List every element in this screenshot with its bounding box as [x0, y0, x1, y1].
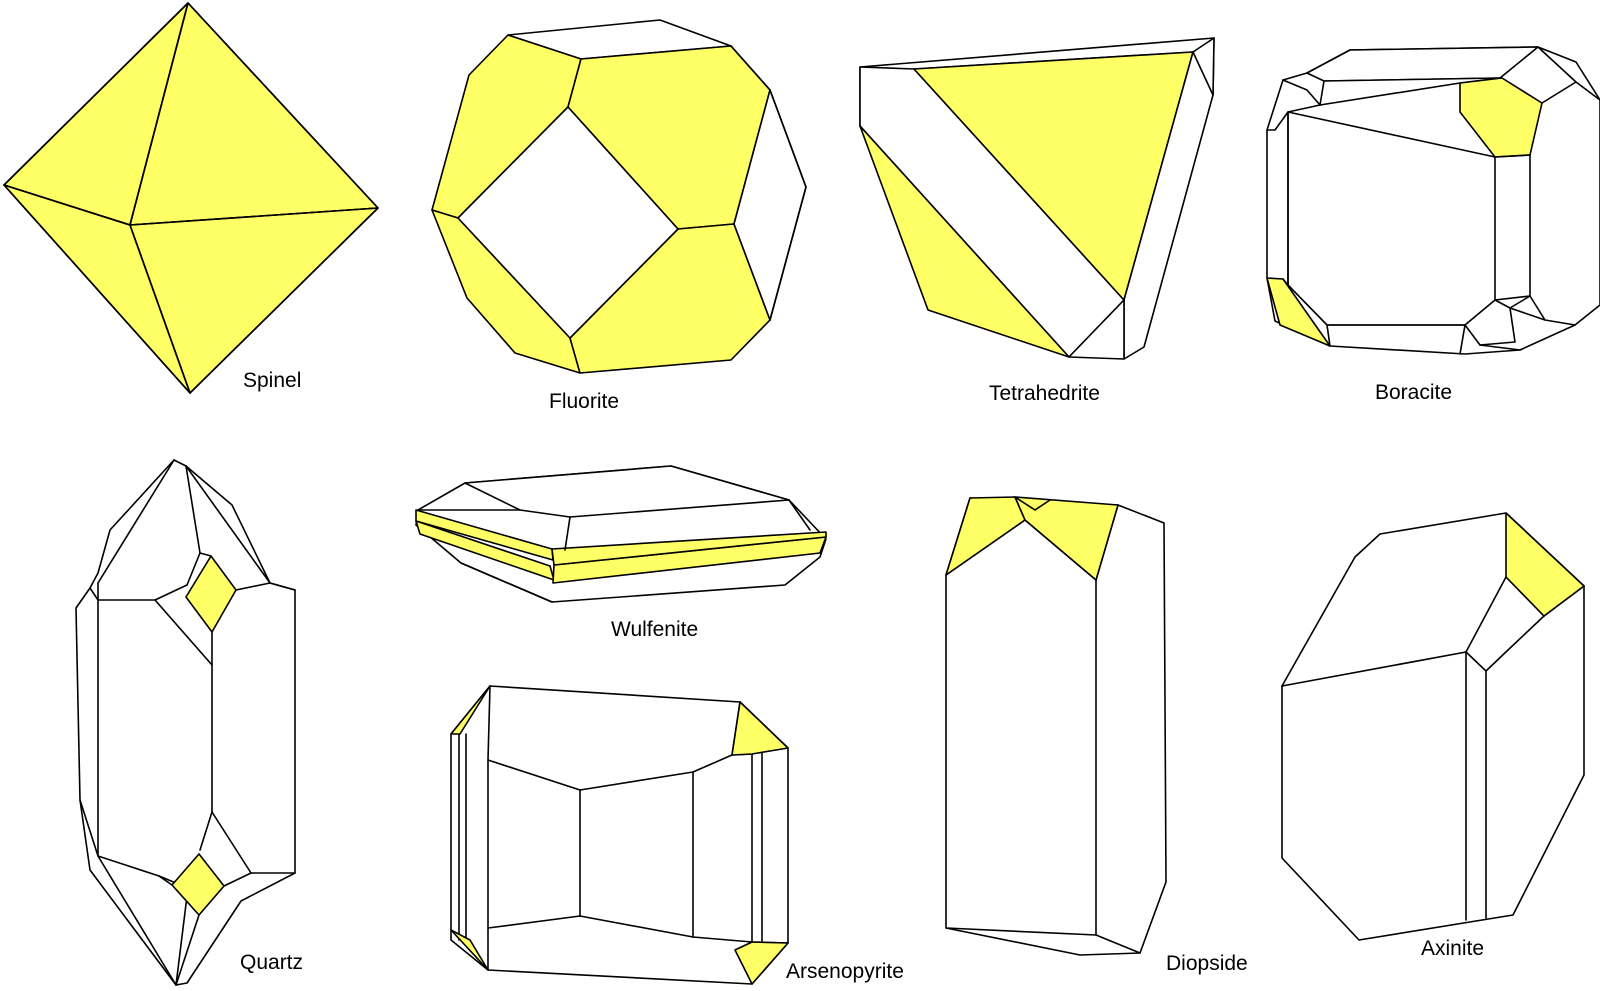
diopside-outline	[945, 497, 1167, 956]
arsenopyrite-crystal: Arsenopyrite	[450, 685, 904, 985]
arsenopyrite-face	[450, 929, 489, 971]
tetrahedrite-crystal: Tetrahedrite	[859, 37, 1215, 405]
quartz-crystal: Quartz	[75, 459, 303, 986]
wulfenite-face	[551, 531, 827, 566]
tetrahedrite-face	[1068, 299, 1125, 360]
arsenopyrite-face	[450, 685, 491, 735]
axinite-crystal: Axinite	[1281, 512, 1585, 960]
arsenopyrite-face	[734, 941, 789, 985]
tetrahedrite-label: Tetrahedrite	[989, 382, 1100, 405]
fluorite-face	[457, 106, 679, 339]
arsenopyrite-label: Arsenopyrite	[786, 960, 904, 983]
tetrahedrite-face	[859, 125, 1070, 358]
axinite-label: Axinite	[1421, 937, 1484, 960]
fluorite-crystal: Fluorite	[431, 19, 807, 413]
arsenopyrite-face	[731, 701, 789, 756]
boracite-crystal: Boracite	[1266, 46, 1600, 404]
axinite-face	[1505, 512, 1585, 617]
diopside-face	[1014, 496, 1119, 581]
spinel-label: Spinel	[243, 369, 301, 392]
quartz-label: Quartz	[240, 951, 303, 974]
diopside-crystal: Diopside	[945, 496, 1248, 975]
diopside-label: Diopside	[1166, 952, 1248, 975]
boracite-label: Boracite	[1375, 381, 1452, 404]
wulfenite-label: Wulfenite	[611, 618, 698, 641]
spinel-crystal: Spinel	[3, 2, 379, 394]
quartz-outline	[75, 459, 296, 986]
wulfenite-crystal: Wulfenite	[415, 465, 827, 641]
boracite-face	[1306, 46, 1539, 82]
wulfenite-face	[464, 465, 790, 518]
fluorite-label: Fluorite	[549, 390, 619, 413]
